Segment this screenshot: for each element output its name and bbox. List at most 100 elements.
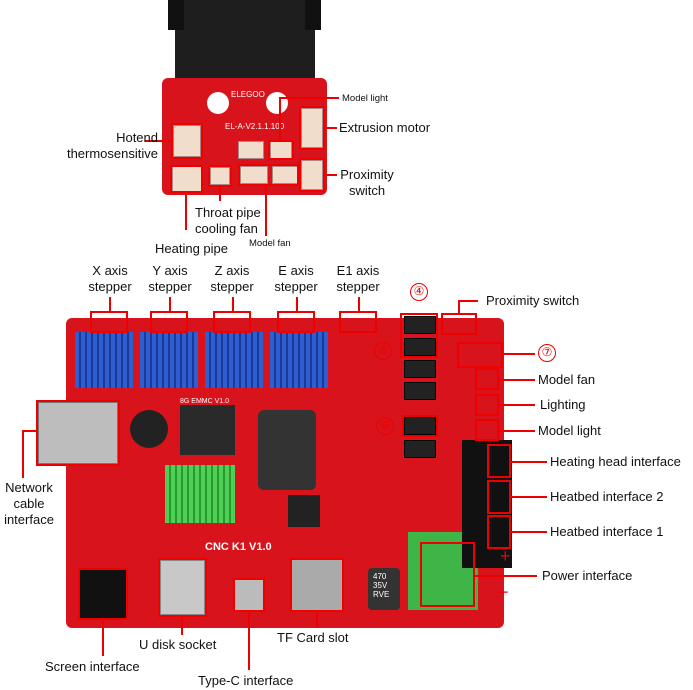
cpu-chip: [288, 495, 320, 527]
leader: [325, 174, 337, 176]
label-udisk: U disk socket: [139, 637, 217, 652]
callout-e1-stepper: [339, 311, 377, 333]
leader: [232, 297, 234, 311]
typec-port: [235, 580, 263, 610]
leader: [181, 617, 183, 635]
label-network: Network cable interface: [4, 480, 54, 527]
callout-6: [402, 415, 438, 437]
callout-proximity-top: [299, 158, 325, 192]
callout-model-light-top: [268, 140, 294, 160]
callout-x-stepper: [90, 311, 128, 333]
label-extrusion-motor: Extrusion motor: [339, 120, 431, 135]
leader: [248, 612, 250, 670]
leader: [511, 531, 547, 533]
leader: [109, 297, 111, 311]
marker-4: ④: [410, 283, 428, 301]
leader: [511, 496, 547, 498]
callout-e-stepper: [277, 311, 315, 333]
leader: [22, 430, 36, 432]
leader: [503, 353, 535, 355]
callout-z-stepper: [213, 311, 251, 333]
heatsink-cpu: [165, 465, 235, 523]
callout-tf: [290, 558, 344, 612]
callout-heatbed-1: [487, 515, 511, 549]
label-screen: Screen interface: [45, 659, 140, 674]
callout-model-fan-main: [475, 368, 499, 390]
leader: [185, 193, 187, 230]
callout-model-light-main: [475, 419, 499, 441]
label-throat-fan: Throat pipe cooling fan: [195, 205, 261, 236]
connector: [404, 316, 436, 334]
callout-udisk: [158, 558, 207, 617]
callout-7: [457, 342, 503, 368]
heatsink-y: [140, 332, 198, 388]
leader: [169, 297, 171, 311]
leader: [316, 612, 318, 628]
label-model-fan-top: Model fan: [249, 238, 291, 249]
usb-port: [160, 560, 205, 615]
leader: [265, 186, 267, 236]
connector: [238, 141, 264, 159]
label-heating-head: Heating head interface: [550, 454, 681, 469]
heatsink-z: [205, 332, 263, 388]
label-power: Power interface: [542, 568, 633, 583]
label-model-light-main: Model light: [538, 423, 601, 438]
buzzer: [130, 410, 168, 448]
connector: [404, 440, 436, 458]
callout-screen: [78, 568, 128, 620]
label-lighting: Lighting: [540, 397, 586, 412]
mount-hole: [266, 92, 288, 114]
connector: [404, 338, 436, 356]
leader: [499, 379, 535, 381]
leader: [145, 140, 171, 142]
callout-y-stepper: [150, 311, 188, 333]
callout-model-fan-top: [238, 164, 299, 186]
label-e1-stepper: E1 axis stepper: [336, 263, 380, 294]
label-heatbed-2: Heatbed interface 2: [550, 489, 664, 504]
callout-throat-fan: [208, 165, 232, 187]
capacitor-large: [258, 410, 316, 490]
label-model-light-top: Model light: [342, 93, 388, 104]
leader: [358, 297, 360, 311]
callout-lighting: [475, 394, 499, 416]
callout-proximity-main: [441, 313, 477, 335]
connector: [240, 166, 268, 184]
connector: [404, 417, 436, 435]
label-x-stepper: X axis stepper: [88, 263, 132, 294]
leader: [219, 187, 221, 201]
silk-brand: ELEGOO: [231, 90, 265, 99]
label-e-stepper: E axis stepper: [274, 263, 318, 294]
label-proximity-main: Proximity switch: [486, 293, 580, 308]
heatsink-x: [75, 332, 133, 388]
label-heatbed-1: Heatbed interface 1: [550, 524, 664, 539]
connector: [210, 167, 230, 185]
connector: [301, 108, 323, 148]
callout-extrusion-motor: [299, 106, 325, 150]
label-plus: +: [500, 546, 511, 566]
leader: [22, 430, 24, 478]
marker-6: ⑥: [376, 417, 394, 435]
silk-board-name: CNC K1 V1.0: [205, 541, 272, 553]
leader: [458, 300, 460, 313]
callout-4: [400, 313, 438, 358]
capacitor-label: 470 35V RVE: [373, 572, 390, 599]
callout-heatbed-2: [487, 480, 511, 514]
leader: [279, 97, 281, 140]
connector: [173, 125, 201, 157]
screen-connector: [80, 570, 126, 618]
label-z-stepper: Z axis stepper: [210, 263, 254, 294]
leader: [458, 300, 478, 302]
leader: [511, 461, 547, 463]
emmc-chip: [180, 405, 235, 455]
connector: [404, 360, 436, 378]
callout-heating-pipe: [170, 165, 203, 193]
marker-7: ⑦: [538, 344, 556, 362]
ribbon-latch-right: [305, 0, 321, 30]
callout-hotend: [171, 123, 203, 159]
callout-power: [420, 542, 475, 607]
label-y-stepper: Y axis stepper: [148, 263, 192, 294]
leader: [279, 97, 339, 99]
leader: [325, 127, 337, 129]
callout-network: [36, 400, 120, 466]
leader: [499, 404, 535, 406]
